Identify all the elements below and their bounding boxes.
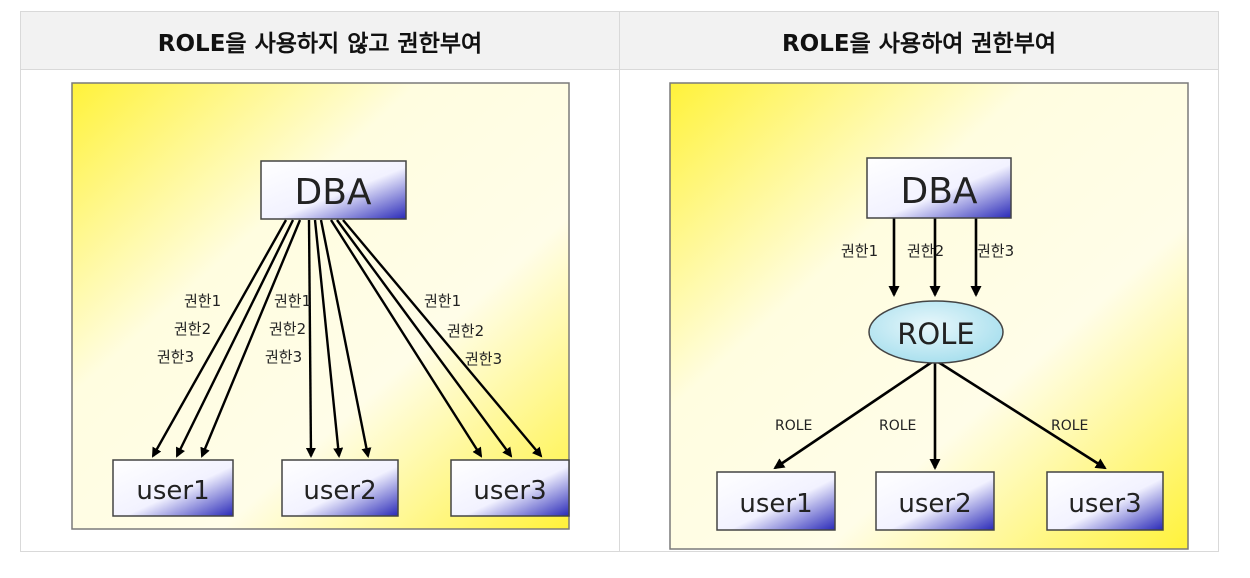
header-without-role: ROLE을 사용하지 않고 권한부여 xyxy=(21,12,619,70)
comparison-table: ROLE을 사용하지 않고 권한부여 ROLE을 사용하여 권한부여 xyxy=(20,11,1219,552)
role-to-user-arrows xyxy=(773,358,1107,470)
label-perm3: 권한3 xyxy=(977,242,1014,260)
dba-label: DBA xyxy=(900,171,977,212)
role-node: ROLE xyxy=(868,300,1004,364)
arrow-user2-p3 xyxy=(319,219,372,458)
user3-node: user3 xyxy=(1046,471,1164,531)
label-g1-p3: 권한3 xyxy=(157,348,194,366)
label-perm2: 권한2 xyxy=(907,242,944,260)
column-divider xyxy=(619,12,620,551)
permission-arrows xyxy=(151,219,543,458)
user2-node: user2 xyxy=(875,471,995,531)
permission-labels-group2: 권한1 권한2 권한3 xyxy=(265,292,311,366)
user3-label: user3 xyxy=(1068,489,1141,519)
role-labels: ROLE ROLE ROLE xyxy=(775,418,1088,434)
arrow-user3-p2 xyxy=(336,219,513,458)
label-g3-p3: 권한3 xyxy=(465,350,502,368)
label-g2-p1: 권한1 xyxy=(274,292,311,310)
user1-node: user1 xyxy=(112,459,234,517)
label-perm1: 권한1 xyxy=(841,242,878,260)
label-role-user2: ROLE xyxy=(879,418,916,434)
arrow-role-user3 xyxy=(934,358,1107,470)
user3-node: user3 xyxy=(450,459,570,517)
arrow-role-user1 xyxy=(773,358,936,470)
dba-node: DBA xyxy=(260,160,407,220)
label-g2-p3: 권한3 xyxy=(265,348,302,366)
label-role-user3: ROLE xyxy=(1051,418,1088,434)
role-label: ROLE xyxy=(897,317,974,351)
arrow-user1-p1 xyxy=(151,219,288,458)
header-with-role: ROLE을 사용하여 권한부여 xyxy=(620,12,1218,70)
permission-labels: 권한1 권한2 권한3 xyxy=(841,242,1014,260)
dba-label: DBA xyxy=(294,172,371,213)
arrow-user2-p1 xyxy=(305,219,316,458)
label-g1-p1: 권한1 xyxy=(184,292,221,310)
diagram-with-role-svg: DBA 권한1 권한2 권한3 ROLE ROLE ROLE ROLE xyxy=(669,82,1189,550)
arrow-user1-p3 xyxy=(200,219,302,458)
diagram-without-role: DBA 권한1 권한2 권한3 권한1 권한2 권한3 권한1 권한2 권한3 xyxy=(71,82,591,542)
dba-to-role-arrows xyxy=(888,218,982,297)
user1-node: user1 xyxy=(716,471,836,531)
arrow-user3-p1 xyxy=(329,219,483,458)
dba-node: DBA xyxy=(866,157,1012,219)
user2-label: user2 xyxy=(303,476,376,506)
user2-node: user2 xyxy=(281,459,399,517)
label-role-user1: ROLE xyxy=(775,418,812,434)
user2-label: user2 xyxy=(898,489,971,519)
arrow-user3-p3 xyxy=(342,219,543,458)
label-g1-p2: 권한2 xyxy=(174,320,211,338)
user3-label: user3 xyxy=(473,476,546,506)
label-g2-p2: 권한2 xyxy=(269,320,306,338)
user1-label: user1 xyxy=(739,489,812,519)
arrow-user1-p2 xyxy=(175,219,295,458)
diagram-with-role: DBA 권한1 권한2 권한3 ROLE ROLE ROLE ROLE xyxy=(669,82,1193,552)
diagram-without-role-svg: DBA 권한1 권한2 권한3 권한1 권한2 권한3 권한1 권한2 권한3 xyxy=(71,82,570,530)
label-g3-p2: 권한2 xyxy=(447,322,484,340)
user1-label: user1 xyxy=(136,476,209,506)
label-g3-p1: 권한1 xyxy=(424,292,461,310)
permission-labels-group1: 권한1 권한2 권한3 xyxy=(157,292,221,366)
arrow-user2-p2 xyxy=(313,219,344,458)
permission-labels-group3: 권한1 권한2 권한3 xyxy=(424,292,502,368)
